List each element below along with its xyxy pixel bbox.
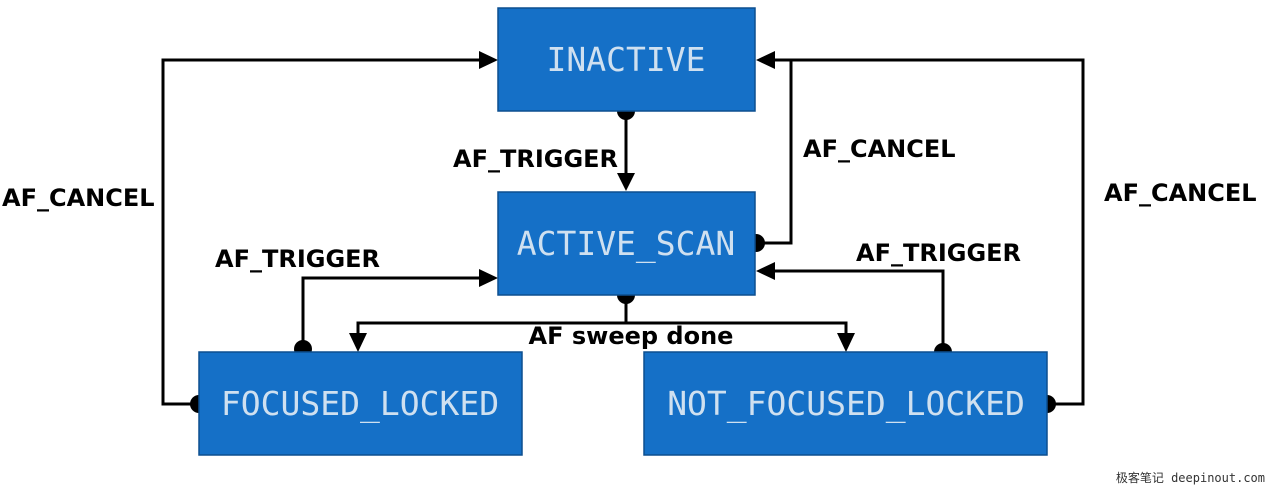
arrowhead-active-scan-right [756, 262, 775, 280]
state-inactive: INACTIVE [497, 7, 756, 112]
edge-focused-to-active-scan [301, 276, 481, 349]
state-not-focused-locked-label: NOT_FOCUSED_LOCKED [667, 384, 1025, 424]
label-active-scan-to-inactive: AF_CANCEL [803, 135, 956, 163]
label-not-focused-to-inactive: AF_CANCEL [1104, 179, 1257, 207]
arrowhead-active-scan-top [617, 173, 635, 191]
state-active-scan: ACTIVE_SCAN [497, 191, 756, 296]
arrowhead-inactive-left [479, 51, 498, 69]
arrowhead-focused-top [349, 333, 367, 352]
edge-not-focused-to-active-scan [772, 269, 945, 352]
edge-sweep-branch-right [626, 321, 848, 336]
label-focused-to-inactive: AF_CANCEL [2, 184, 155, 212]
state-focused-locked-label: FOCUSED_LOCKED [221, 384, 499, 424]
edge-sweep-branch-left [356, 321, 626, 336]
label-focused-to-active-scan: AF_TRIGGER [215, 245, 380, 273]
edge-focused-to-inactive [161, 58, 481, 406]
arrowhead-not-focused-top [837, 333, 855, 352]
arrowhead-active-scan-left [479, 269, 498, 287]
state-not-focused-locked: NOT_FOCUSED_LOCKED [643, 351, 1048, 456]
label-not-focused-to-active-scan: AF_TRIGGER [856, 239, 1021, 267]
label-active-scan-sweep-done: AF sweep done [529, 322, 734, 350]
state-focused-locked: FOCUSED_LOCKED [198, 351, 523, 456]
state-active-scan-label: ACTIVE_SCAN [517, 224, 736, 264]
watermark-text: 极客笔记 deepinout.com [1116, 470, 1265, 485]
state-inactive-label: INACTIVE [547, 40, 706, 79]
label-inactive-to-active-scan: AF_TRIGGER [453, 145, 618, 173]
edge-not-focused-to-inactive [791, 58, 1085, 406]
arrowhead-inactive-right [756, 51, 775, 69]
edge-active-scan-to-inactive [756, 58, 793, 245]
